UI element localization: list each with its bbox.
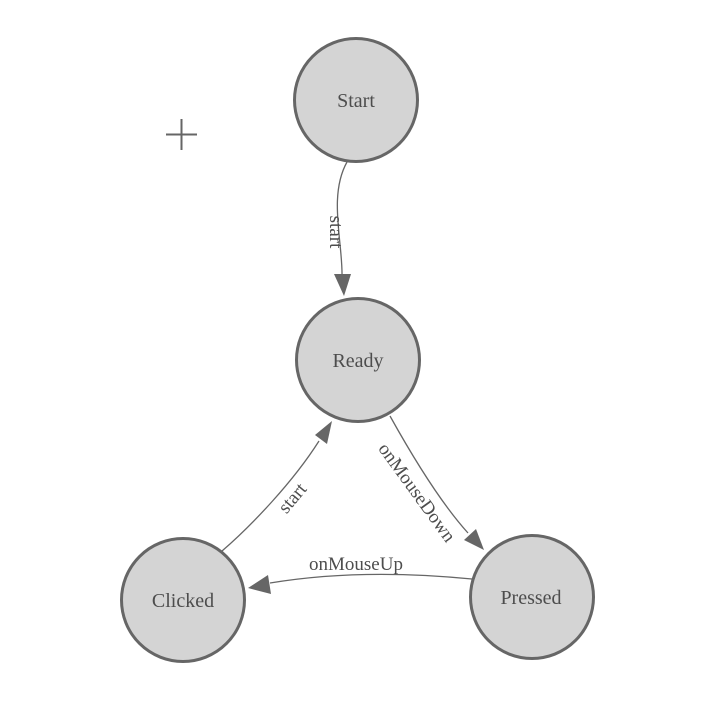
node-start-circle[interactable] [293,37,419,163]
edge-clicked-to-ready-line[interactable] [221,440,320,552]
edge-label-start-bottom: start [274,479,312,518]
node-ready-label: Ready [332,350,383,372]
edge-start-to-ready-line[interactable] [336,161,348,278]
node-ready-circle[interactable] [295,297,421,423]
node-ready[interactable]: Ready [295,297,421,423]
node-start[interactable]: Start [293,37,419,163]
node-clicked-circle[interactable] [120,537,246,663]
node-start-label: Start [337,90,375,112]
edge-start-to-ready[interactable]: start [325,161,351,296]
edge-ready-to-pressed[interactable]: onMouseDown [374,415,484,550]
edge-label-onmousedown: onMouseDown [374,439,460,547]
node-pressed[interactable]: Pressed [469,534,595,660]
crosshair-cursor-icon [166,119,197,150]
edge-start-to-ready-arrowhead-icon [334,274,351,296]
edge-label-start-top: start [325,216,346,249]
edge-clicked-to-ready[interactable]: start [221,421,332,552]
node-pressed-circle[interactable] [469,534,595,660]
edge-pressed-to-clicked-line[interactable] [269,573,473,584]
node-clicked[interactable]: Clicked [120,537,246,663]
node-clicked-label: Clicked [152,590,214,612]
edge-ready-to-pressed-line[interactable] [389,415,469,534]
node-pressed-label: Pressed [500,587,561,609]
edge-label-onmouseup: onMouseUp [309,554,403,575]
edge-ready-to-pressed-arrowhead-icon [464,529,484,550]
edge-pressed-to-clicked[interactable]: onMouseUp [248,554,473,594]
edge-clicked-to-ready-arrowhead-icon [315,421,332,444]
edge-pressed-to-clicked-arrowhead-icon [248,575,271,594]
